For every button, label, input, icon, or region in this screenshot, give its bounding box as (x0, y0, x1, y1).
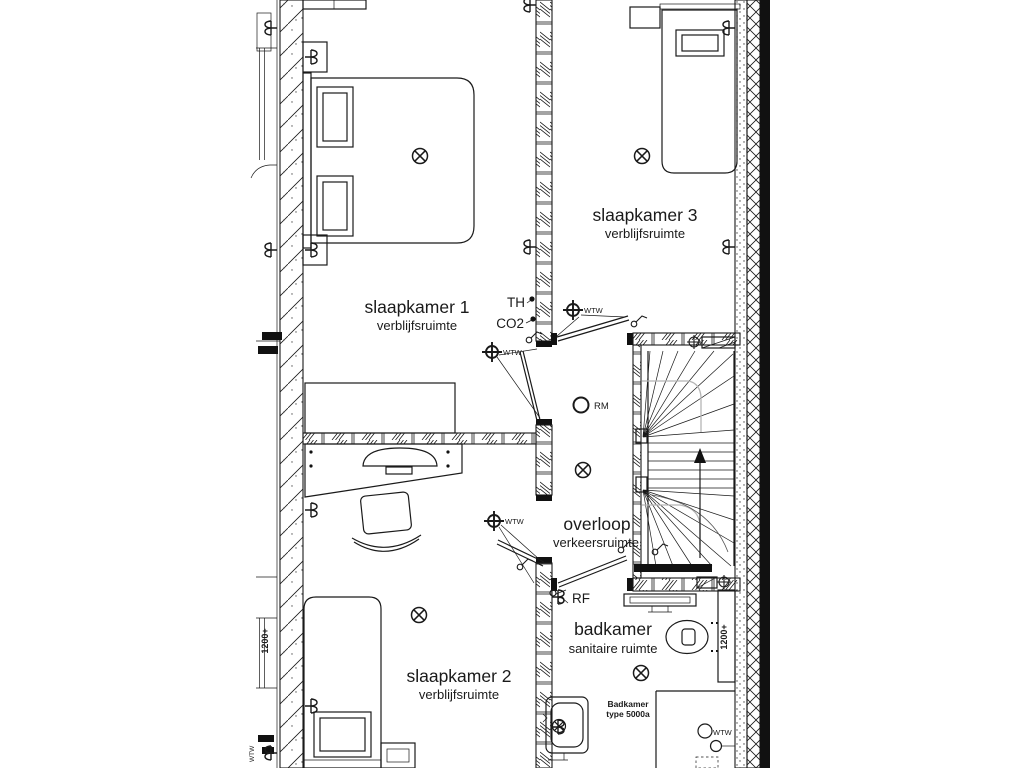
co2-label: CO2 (496, 316, 524, 331)
socket-icon (264, 242, 278, 258)
rf-detector: RF (549, 589, 590, 606)
co2-sensor: CO2 (496, 316, 536, 331)
socket-icon (722, 20, 736, 36)
sill-height-left: 1200+ (260, 628, 270, 653)
radiator-bottom (696, 574, 732, 590)
desk (304, 443, 463, 498)
shower (655, 690, 735, 768)
bath-spec-line1: Badkamer (607, 699, 649, 709)
light-point-icon (410, 606, 428, 624)
door-slaapkamer-2 (496, 539, 545, 571)
socket-icon (722, 239, 736, 255)
room-label-slaapkamer-2: slaapkamer 2 (406, 666, 511, 686)
socket-icon (304, 502, 318, 518)
exterior-wall-left (276, 0, 304, 768)
wtw-valve-icon (562, 299, 584, 321)
nightstand-bottom (302, 234, 328, 266)
sockets (264, 0, 736, 761)
room-label-overloop: overloop (563, 514, 630, 534)
nightstand-top (302, 41, 328, 73)
room-type-slaapkamer-1: verblijfsruimte (377, 318, 457, 333)
washbasin (542, 696, 589, 761)
nightstand-slaapkamer-2 (380, 742, 416, 768)
room-type-badkamer: sanitaire ruimte (569, 641, 658, 656)
socket-icon (264, 20, 278, 36)
bed-slaapkamer-3 (659, 3, 741, 174)
rf-label: RF (572, 591, 590, 606)
socket-icon (304, 49, 318, 65)
wtw-label: WTW (713, 728, 733, 737)
socket-icon (523, 0, 537, 13)
bath-spec-line2: type 5000a (606, 709, 650, 719)
socket-icon (523, 239, 537, 255)
thermostat: TH (507, 295, 535, 310)
light-point-icon (633, 147, 651, 165)
light-point-icon (574, 461, 592, 479)
room-label-slaapkamer-1: slaapkamer 1 (364, 297, 469, 317)
bed-slaapkamer-2 (303, 596, 382, 768)
room-label-slaapkamer-3: slaapkamer 3 (592, 205, 697, 225)
radiator-top (686, 334, 736, 350)
exterior-wall-right (734, 0, 770, 768)
socket-icon (304, 242, 318, 258)
light-point-icon (632, 664, 650, 682)
sill-height-right: 1200+ (719, 624, 729, 649)
interior-walls (302, 0, 741, 768)
ventilation-valves: WTW WTW WTW WTW (481, 299, 733, 737)
sidetable-slaapkamer-3 (629, 6, 661, 29)
thermostat-label: TH (507, 295, 525, 310)
room-label-badkamer: badkamer (574, 619, 652, 639)
wtw-label: WTW (584, 306, 604, 315)
door-slaapkamer-3 (556, 315, 648, 342)
desk-chair (351, 491, 422, 552)
toilet-partition: 1200+ (717, 589, 736, 683)
socket-icon (304, 698, 318, 714)
stairs (634, 350, 735, 572)
left-facade-details: 1200+ WTW (249, 12, 282, 762)
wtw-valve-icon (481, 341, 503, 363)
smoke-detector: RM (572, 396, 609, 414)
door-handle-icon (630, 315, 648, 328)
toilet (665, 619, 718, 655)
wtw-duct-label: WTW (249, 745, 256, 762)
smoke-detector-label: RM (594, 401, 609, 412)
room-type-slaapkamer-3: verblijfsruimte (605, 226, 685, 241)
closet-top-edge (302, 0, 367, 10)
wardrobe-slaapkamer-1 (304, 382, 456, 434)
light-point-icon (411, 147, 429, 165)
stair-handrail-icon (651, 543, 669, 556)
wtw-valve-icon (483, 510, 505, 532)
bed-slaapkamer-1 (302, 72, 475, 249)
wtw-label: WTW (505, 517, 525, 526)
towel-radiator (623, 593, 697, 613)
room-type-slaapkamer-2: verblijfsruimte (419, 687, 499, 702)
room-type-overloop: verkeersruimte (553, 535, 639, 550)
room-labels: slaapkamer 1 verblijfsruimte slaapkamer … (364, 205, 697, 719)
door-badkamer (557, 541, 635, 588)
